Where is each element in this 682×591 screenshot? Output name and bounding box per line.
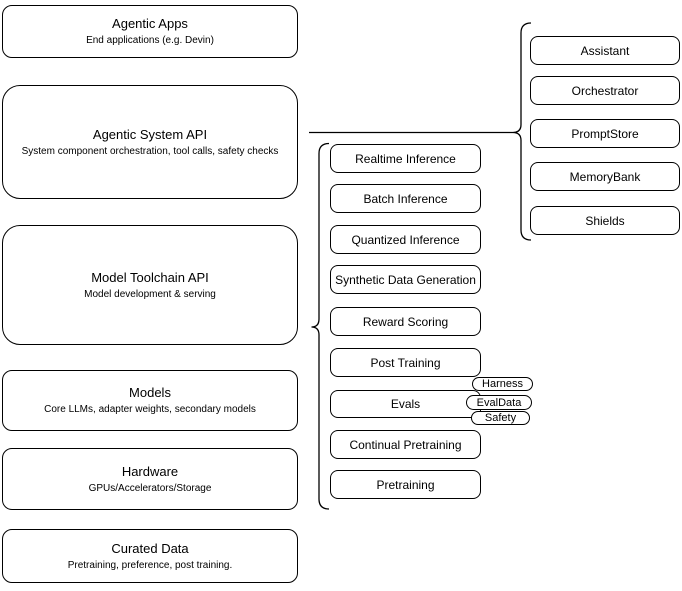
node-subtitle: Core LLMs, adapter weights, secondary mo…: [44, 404, 256, 415]
node-batch-inference[interactable]: Batch Inference: [330, 184, 481, 213]
node-label: PromptStore: [571, 126, 639, 141]
node-label: Pretraining: [376, 477, 435, 492]
node-label: MemoryBank: [569, 169, 641, 184]
node-orchestrator[interactable]: Orchestrator: [530, 76, 680, 105]
node-subtitle: GPUs/Accelerators/Storage: [88, 482, 212, 494]
node-continual-pretraining[interactable]: Continual Pretraining: [330, 430, 481, 459]
node-agentic-system-api[interactable]: Agentic System API System component orch…: [2, 85, 298, 199]
node-title: Curated Data: [111, 540, 189, 556]
node-synthetic-data-generation[interactable]: Synthetic Data Generation: [330, 265, 481, 294]
node-label: Reward Scoring: [362, 314, 449, 329]
node-label: Post Training: [370, 355, 441, 370]
node-subtitle: Pretraining, preference, post training.: [67, 559, 233, 571]
node-agentic-apps[interactable]: Agentic Apps End applications (e.g. Devi…: [2, 5, 298, 58]
node-subtitle: Model development & serving: [84, 288, 216, 300]
node-title: Models: [129, 385, 171, 400]
node-realtime-inference[interactable]: Realtime Inference: [330, 144, 481, 173]
node-label: Evals: [390, 397, 421, 411]
pill-label: Safety: [484, 412, 517, 424]
node-subtitle: System component orchestration, tool cal…: [21, 145, 279, 157]
node-curated-data[interactable]: Curated Data Pretraining, preference, po…: [2, 529, 298, 583]
node-quantized-inference[interactable]: Quantized Inference: [330, 225, 481, 254]
node-title: Agentic System API: [92, 126, 208, 142]
node-title: Model Toolchain API: [91, 269, 209, 285]
node-pretraining[interactable]: Pretraining: [330, 470, 481, 499]
pill-label: Harness: [482, 378, 523, 390]
node-shields[interactable]: Shields: [530, 206, 680, 235]
node-label: Batch Inference: [363, 191, 448, 206]
node-assistant[interactable]: Assistant: [530, 36, 680, 65]
system-components-brace: [512, 22, 532, 241]
node-subtitle: End applications (e.g. Devin): [86, 35, 214, 46]
node-promptstore[interactable]: PromptStore: [530, 119, 680, 148]
node-label: Continual Pretraining: [349, 437, 462, 452]
node-label: Synthetic Data Generation: [335, 272, 476, 287]
node-post-training[interactable]: Post Training: [330, 348, 481, 377]
pill-harness[interactable]: Harness: [472, 377, 533, 391]
node-model-toolchain-api[interactable]: Model Toolchain API Model development & …: [2, 225, 298, 345]
node-memorybank[interactable]: MemoryBank: [530, 162, 680, 191]
node-models[interactable]: Models Core LLMs, adapter weights, secon…: [2, 370, 298, 431]
node-hardware[interactable]: Hardware GPUs/Accelerators/Storage: [2, 448, 298, 510]
node-title: Hardware: [121, 463, 179, 479]
node-reward-scoring[interactable]: Reward Scoring: [330, 307, 481, 336]
node-label: Realtime Inference: [355, 151, 456, 166]
node-evals[interactable]: Evals: [330, 390, 481, 418]
pill-safety[interactable]: Safety: [471, 411, 530, 425]
toolchain-services-brace: [311, 142, 330, 510]
node-label: Shields: [585, 213, 625, 228]
pill-label: EvalData: [476, 396, 522, 409]
node-label: Quantized Inference: [351, 232, 460, 247]
node-label: Orchestrator: [571, 83, 639, 98]
pill-evaldata[interactable]: EvalData: [466, 395, 532, 410]
node-label: Assistant: [580, 43, 630, 58]
node-title: Agentic Apps: [112, 16, 188, 31]
